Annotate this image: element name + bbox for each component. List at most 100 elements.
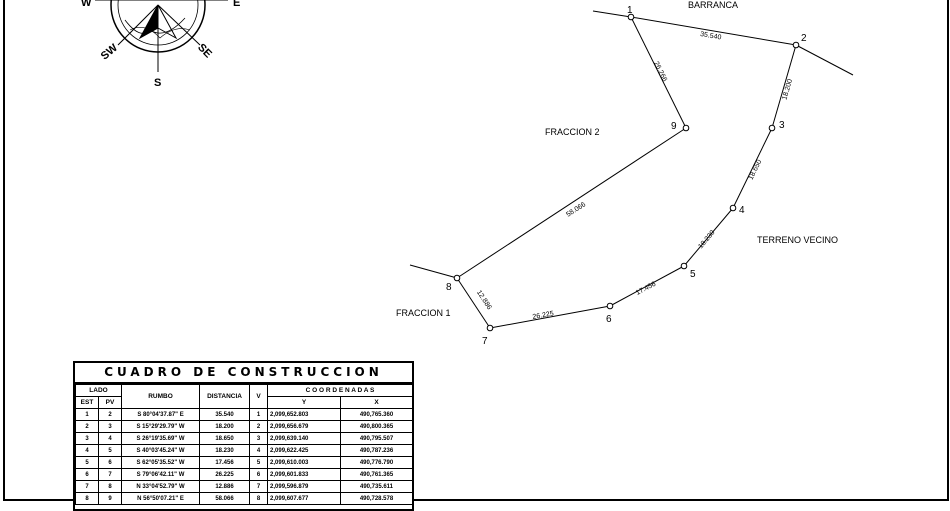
construction-table: CUADRO DE CONSTRUCCION LADO RUMBO DISTAN… [73,361,414,511]
cell-x: 490,735.611 [340,480,414,493]
header-coordenadas: C O O R D E N A D A S [267,384,414,397]
label-terreno-vecino: TERRENO VECINO [757,235,838,245]
cell-y: 2,099,622.425 [267,444,342,457]
header-v: V [249,384,269,409]
compass-west-label: W [81,0,92,9]
distance-3-4: 18.650 [748,159,764,181]
cell-distancia: 12.886 [199,480,251,493]
table-row: 7 8 N 33°04'52.79" W 12.886 7 2,099,596.… [75,480,414,493]
cell-x: 490,787.236 [340,444,414,457]
cell-est: 2 [75,420,99,433]
table-row: 1 2 S 80°04'37.87" E 35.540 1 2,099,652.… [75,408,414,421]
cell-y: 2,099,639.140 [267,432,342,445]
cell-v: 6 [249,468,269,481]
cell-y: 2,099,652.803 [267,408,342,421]
cell-pv: 5 [97,444,123,457]
cell-pv: 2 [97,408,123,421]
cell-v: 4 [249,444,269,457]
vertex-label-8: 8 [446,282,452,293]
header-lado: LADO [74,384,123,397]
compass-rose [95,0,228,72]
header-x: X [340,396,414,409]
cell-x: 490,800.365 [340,420,414,433]
construction-grid: LADO RUMBO DISTANCIA V C O O R D E N A D… [74,384,414,505]
cell-v: 3 [249,432,269,445]
label-fraccion-2: FRACCION 2 [545,127,600,137]
vertex-label-1: 1 [627,5,633,16]
cell-distancia: 18.230 [199,444,251,457]
table-row: 8 9 N 56°50'07.21" E 58.066 8 2,099,607.… [75,492,414,505]
cell-distancia: 18.200 [199,420,251,433]
cell-pv: 9 [97,492,123,505]
cell-v: 5 [249,456,269,469]
distance-6-7: 26.225 [532,310,554,321]
distance-4-5: 18.230 [697,229,716,250]
cell-x: 490,795.507 [340,432,414,445]
boundary-lines [409,10,854,329]
vertex-markers [453,13,800,332]
cell-est: 6 [75,468,99,481]
distance-2-3: 18.200 [781,78,794,101]
cell-y: 2,099,596.879 [267,480,342,493]
label-fraccion-1: FRACCION 1 [396,308,451,318]
table-row: 3 4 S 26°19'35.69" W 18.650 3 2,099,639.… [75,432,414,445]
cell-rumbo: S 26°19'35.69" W [121,432,201,445]
cell-rumbo: N 33°04'52.79" W [121,480,201,493]
cell-est: 8 [75,492,99,505]
cell-est: 7 [75,480,99,493]
cell-y: 2,099,607.677 [267,492,342,505]
cell-v: 2 [249,420,269,433]
compass-east-label: E [233,0,240,9]
vertex-label-6: 6 [606,314,612,325]
distance-9-1: 26.266 [652,61,668,83]
cell-rumbo: S 40°03'45.24" W [121,444,201,457]
cell-distancia: 26.225 [199,468,251,481]
compass-south-label: S [154,77,161,89]
table-row: 2 3 S 15°29'29.79" W 18.200 2 2,099,656.… [75,420,414,433]
header-rumbo: RUMBO [121,384,201,409]
cell-est: 5 [75,456,99,469]
vertex-label-3: 3 [779,120,785,131]
distance-8-9: 58.066 [565,201,587,219]
vertex-label-5: 5 [690,269,696,280]
cell-y: 2,099,656.679 [267,420,342,433]
table-row: 6 7 S 79°06'42.11" W 26.225 6 2,099,601.… [75,468,414,481]
cell-rumbo: S 80°04'37.87" E [121,408,201,421]
cell-est: 1 [75,408,99,421]
drawing-frame [3,0,949,501]
distance-7-8: 12.886 [475,289,493,311]
label-barranca: BARRANCA [688,0,738,10]
cell-est: 4 [75,444,99,457]
compass-southwest-label: SW [99,42,121,63]
cell-v: 7 [249,480,269,493]
header-y: Y [267,396,342,409]
cell-rumbo: S 62°05'35.52" W [121,456,201,469]
cell-pv: 6 [97,456,123,469]
cell-pv: 8 [97,480,123,493]
cell-rumbo: S 79°06'42.11" W [121,468,201,481]
cell-pv: 4 [97,432,123,445]
cell-pv: 3 [97,420,123,433]
cell-distancia: 58.066 [199,492,251,505]
cell-x: 490,761.365 [340,468,414,481]
table-row: 5 6 S 62°05'35.52" W 17.456 5 2,099,610.… [75,456,414,469]
compass-southeast-label: SE [195,42,214,61]
cell-rumbo: N 56°50'07.21" E [121,492,201,505]
cell-x: 490,728.578 [340,492,414,505]
cell-x: 490,776.790 [340,456,414,469]
cell-rumbo: S 15°29'29.79" W [121,420,201,433]
table-row: 4 5 S 40°03'45.24" W 18.230 4 2,099,622.… [75,444,414,457]
cell-v: 1 [249,408,269,421]
distance-1-2: 35.540 [699,31,721,42]
cell-distancia: 35.540 [199,408,251,421]
distance-5-6: 17.456 [635,281,657,297]
vertex-label-9: 9 [671,121,677,132]
cell-x: 490,765.360 [340,408,414,421]
header-distancia: DISTANCIA [199,384,251,409]
header-pv: PV [97,396,123,409]
header-est: EST [75,396,99,409]
cell-y: 2,099,601.833 [267,468,342,481]
cell-distancia: 17.456 [199,456,251,469]
cell-distancia: 18.650 [199,432,251,445]
